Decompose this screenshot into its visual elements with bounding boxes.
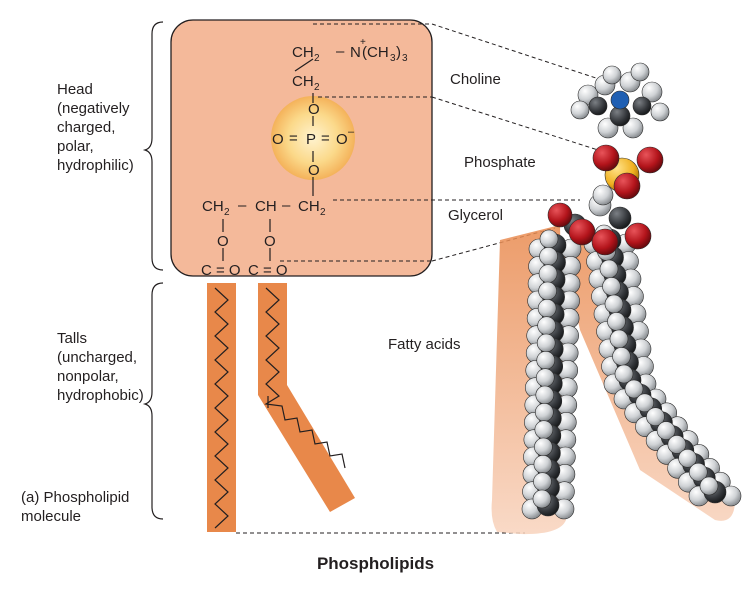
right-chain-hydrogen-atom [688,462,708,482]
unsaturated-tail-zigzag [264,287,346,469]
left-chain-hydrogen-atom [535,403,554,422]
choline-hydrogen-atom [641,81,663,103]
formula-o-right: O [336,131,348,148]
right-chain-hydrogen-atom [646,407,665,427]
formula-choline-dash: – [336,43,345,60]
formula-bonds [222,58,314,261]
label-phosphate: Phosphate [464,154,536,171]
formula-choline-ch2: CH [292,44,314,61]
formula-ch2-second-sub: 2 [314,82,320,93]
formula-choline-n: N [350,44,361,61]
ester-oxygen-atom [547,202,573,228]
ester-oxygen-atom [624,222,652,250]
left-chain-hydrogen-atom [538,264,558,283]
phosphate-hydrogen-atom [592,184,614,206]
right-chain-hydrogen-atom [667,435,687,454]
label-fatty-acids: Fatty acids [388,336,461,353]
right-chain-hydrogen-atom [607,312,626,331]
choline-hydrogen-atom [622,117,644,139]
formula-choline-group: (CH [362,44,389,61]
left-chain-hydrogen-atom [537,316,556,335]
formula-glycerol-sub-b: 2 [320,207,326,218]
leader-lines [236,23,603,534]
label-choline: Choline [450,71,501,88]
formula-carbonyl2: C = O [248,262,288,279]
unsaturated-tail [258,283,355,512]
right-chain-hydrogen-atom [609,329,629,349]
left-chain-hydrogen-atom [533,472,552,491]
glycerol-carbon-atom [608,206,632,230]
left-chain-hydrogen-atom [536,333,556,353]
choline-carbon-atom [588,96,608,116]
formula-ester-o1: O [217,233,229,250]
left-chain-hydrogen-atom [539,247,558,266]
right-chain-hydrogen-atom [699,476,719,496]
left-chain-hydrogen-atom [538,281,557,301]
formula-choline-sub3: 3 [390,53,396,64]
formula-dash2: – [282,197,291,214]
formula-carbonyl1: C = O [201,262,241,279]
choline-carbon-atom [632,96,652,116]
phosphate-oxygen-atom [636,146,664,174]
left-chain-hydrogen-atom [535,368,555,387]
choline-hydrogen-atom [630,62,650,82]
tails-label: Talls (uncharged, nonpolar, hydrophobic) [57,330,144,404]
formula-ester-o2: O [264,233,276,250]
phosphate-oxygen-atom [613,172,641,200]
page-title: Phospholipids [316,554,435,573]
phosphate-glow [271,96,355,180]
tails-brace [142,282,164,520]
left-chain-hydrogen-atom [536,351,556,370]
formula-glycerol-ch2b: CH [298,198,320,215]
right-chain-hydrogen-atom [635,393,655,413]
formula-o-minus: – [348,126,355,138]
formula-choline-sub3b: 3 [402,53,408,64]
formula-p: P [306,131,316,148]
left-chain-hydrogen-atom [534,437,553,457]
formula-glycerol-sub-a: 2 [224,207,230,218]
left-chain-hydrogen-atom [533,455,553,474]
choline-hydrogen-atom [602,65,622,85]
formula: CH 2 – N + (CH 3 ) 3 CH 2 O O = P = O – … [201,37,408,279]
molecule-label: (a) Phospholipid molecule [21,489,130,525]
right-chain-hydrogen-atom [624,379,644,399]
right-chain-hydrogen-atom [656,421,676,440]
right-chain-hydrogen-atom [599,259,619,279]
choline-hydrogen-atom [650,102,670,122]
ester-oxygen-atom [568,218,596,246]
formula-eq-right: = [321,130,330,147]
right-chain-hydrogen-atom [604,294,624,314]
left-chain-hydrogen-atom [537,299,557,318]
formula-eq-left: = [289,130,298,147]
formula-ch2-second: CH [292,73,314,90]
right-chain-hydrogen-atom [602,277,621,296]
space-filling-model [521,62,742,520]
ester-oxygen-atom [591,228,619,256]
formula-o-left: O [272,131,284,148]
formula-dash1: – [238,197,247,214]
right-chain-hydrogen-atom [614,364,634,384]
left-chain-hydrogen-atom [539,229,559,249]
formula-choline-sub2: 2 [314,53,320,64]
nitrogen-atom [610,90,630,110]
formula-o-upper: O [308,101,320,118]
formula-choline-close: ) [396,44,401,61]
label-glycerol: Glycerol [448,207,503,224]
formula-glycerol-ch2a: CH [202,198,224,215]
left-chain-hydrogen-atom [534,420,554,439]
formula-glycerol-ch: CH [255,198,277,215]
saturated-tail [207,283,236,532]
saturated-tail-zigzag [214,287,229,529]
head-label: Head (negatively charged, polar, hydroph… [57,81,134,174]
left-chain-hydrogen-atom [535,385,555,405]
choline-hydrogen-atom [570,100,590,120]
head-brace [142,21,164,271]
left-chain-hydrogen-atom [532,489,552,509]
phosphate-oxygen-atom [592,144,620,172]
formula-o-lower: O [308,162,320,179]
right-chain-hydrogen-atom [612,347,631,366]
right-chain-hydrogen-atom [678,448,697,468]
formula-choline-plus: + [360,37,366,48]
